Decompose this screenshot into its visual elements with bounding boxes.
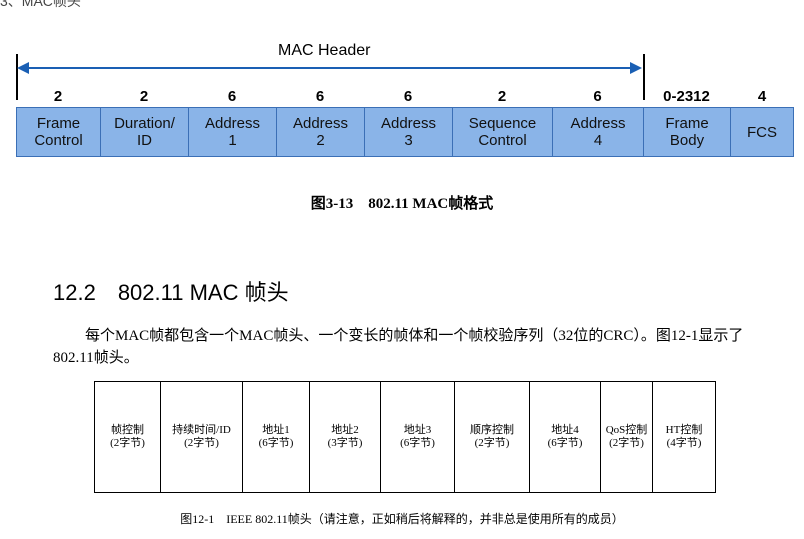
- cell-name: 持续时间/ID: [172, 424, 231, 436]
- table-cell: 地址1 (6字节): [243, 382, 310, 492]
- field-size: 6: [403, 88, 413, 105]
- cell-name: HT控制: [665, 424, 703, 436]
- table-cell: 顺序控制 (2字节): [455, 382, 530, 492]
- cell-size: (4字节): [666, 437, 702, 449]
- cell-size: (6字节): [258, 437, 294, 449]
- table-cell: 地址2 (3字节): [310, 382, 381, 492]
- field-fcs: FCS: [730, 107, 794, 157]
- bracket-left: [16, 54, 18, 100]
- cell-size: (2字节): [110, 437, 145, 449]
- cell-name: 地址2: [331, 424, 359, 436]
- figure-caption: 图12-1 IEEE 802.11帧头（请注意，正如稍后将解释的，并非总是使用所…: [180, 512, 624, 526]
- header-span-arrow: [20, 67, 638, 69]
- field-duration-id: Duration/ ID: [100, 107, 188, 157]
- field-frame-body: Frame Body: [643, 107, 730, 157]
- table-cell: 地址3 (6字节): [381, 382, 455, 492]
- cell-size: (2字节): [474, 437, 510, 449]
- table-cell: 帧控制 (2字节): [95, 382, 161, 492]
- table-cell: HT控制 (4字节): [653, 382, 715, 492]
- cell-size: (6字节): [400, 437, 435, 449]
- field-sequence-control: Sequence Control: [452, 107, 552, 157]
- cell-name: QoS控制: [605, 424, 648, 436]
- table-cell: 持续时间/ID (2字节): [161, 382, 243, 492]
- field-frame-control: Frame Control: [16, 107, 100, 157]
- body-paragraph: 每个MAC帧都包含一个MAC帧头、一个变长的帧体和一个帧校验序列（32位的CRC…: [53, 328, 744, 366]
- frame-header-table: 帧控制 (2字节) 持续时间/ID (2字节) 地址1 (6字节) 地址2 (3…: [94, 381, 716, 493]
- field-address-3: Address 3: [364, 107, 452, 157]
- field-size: 6: [227, 88, 237, 105]
- field-address-1: Address 1: [188, 107, 276, 157]
- table-cell: 地址4 (6字节): [530, 382, 601, 492]
- arrow-left-icon: [17, 62, 29, 74]
- bracket-right: [643, 54, 645, 100]
- cell-name: 地址3: [403, 424, 432, 436]
- cell-name: 地址4: [551, 424, 579, 436]
- field-address-4: Address 4: [552, 107, 643, 157]
- section-title: 12.2 802.11 MAC 帧头: [53, 280, 289, 305]
- field-size: 6: [315, 88, 325, 105]
- arrow-right-icon: [630, 62, 642, 74]
- field-size: 2: [139, 88, 149, 105]
- mac-frame-figure: MAC Header 2 2 6 6 6 2 6 0-2312 4 Frame …: [0, 0, 804, 220]
- cell-name: 顺序控制: [470, 424, 514, 436]
- field-size: 4: [757, 88, 767, 105]
- mac-field-row: Frame Control Duration/ ID Address 1 Add…: [16, 107, 794, 157]
- cell-name: 帧控制: [111, 424, 144, 436]
- top-caption: 3、MAC帧头: [0, 0, 81, 9]
- field-size: 2: [53, 88, 63, 105]
- cell-size: (2字节): [184, 437, 219, 449]
- cell-name: 地址1: [262, 424, 290, 436]
- field-address-2: Address 2: [276, 107, 364, 157]
- figure-caption: 图3-13 802.11 MAC帧格式: [310, 196, 494, 212]
- mac-header-label: MAC Header: [278, 42, 371, 59]
- field-size: 2: [497, 88, 507, 105]
- cell-size: (2字节): [609, 437, 644, 449]
- cell-size: (3字节): [327, 437, 363, 449]
- table-cell: QoS控制 (2字节): [601, 382, 653, 492]
- field-size: 6: [593, 88, 602, 105]
- cell-size: (6字节): [547, 437, 583, 449]
- field-size: 0-2312: [663, 88, 710, 105]
